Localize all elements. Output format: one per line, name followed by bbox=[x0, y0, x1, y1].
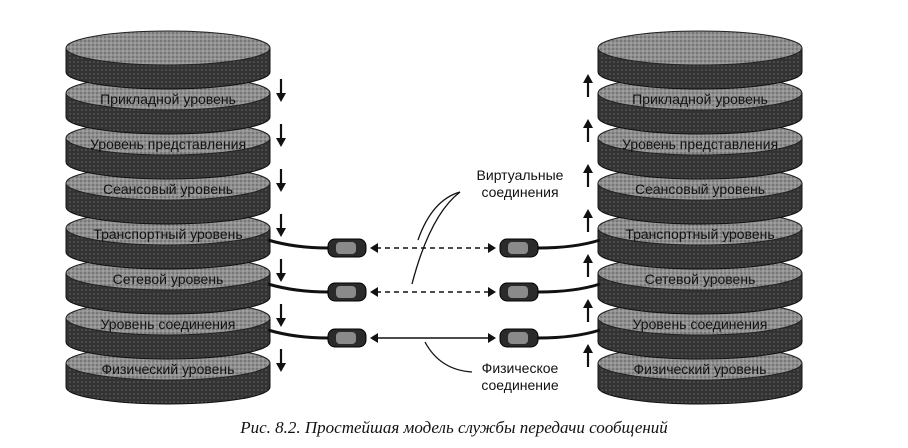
left-layer-label-4: Транспортный уровень bbox=[93, 226, 242, 242]
figure-caption: Рис. 8.2. Простейшая модель службы перед… bbox=[240, 418, 668, 437]
left-layer-stack: Физический уровень Уровень соединения Сете… bbox=[65, 30, 271, 405]
right-layer-label-6: Уровень соединения bbox=[633, 316, 768, 332]
virtual-label-line1: Виртуальные bbox=[477, 167, 564, 183]
virtual-connection-2 bbox=[267, 282, 601, 302]
left-layer-label-2: Уровень представления bbox=[90, 136, 246, 152]
right-arrow-5 bbox=[583, 254, 593, 277]
left-arrow-2 bbox=[276, 124, 286, 147]
right-layer-label-3: Сеансовый уровень bbox=[635, 181, 765, 197]
pointer-physical bbox=[424, 341, 473, 373]
left-layer-label-3: Сеансовый уровень bbox=[103, 181, 233, 197]
left-down-arrows bbox=[276, 79, 286, 372]
right-layer-label-4: Транспортный уровень bbox=[625, 226, 774, 242]
right-layer-label-2: Уровень представления bbox=[622, 136, 778, 152]
physical-connection bbox=[267, 328, 601, 348]
left-arrow-6 bbox=[276, 304, 286, 327]
right-arrow-7 bbox=[583, 344, 593, 367]
right-stack-top-cap bbox=[597, 30, 803, 90]
physical-label-line2: соединение bbox=[481, 377, 558, 393]
virtual-label-line2: соединения bbox=[481, 184, 558, 200]
pointer-virtual-1 bbox=[417, 191, 461, 241]
right-layer-stack: Физический уровень Уровень соединения Сете… bbox=[597, 30, 803, 405]
left-layer-label-1: Прикладной уровень bbox=[100, 91, 236, 107]
left-arrow-5 bbox=[276, 259, 286, 282]
right-up-arrows bbox=[583, 74, 593, 367]
physical-label-line1: Физическое bbox=[482, 360, 559, 376]
virtual-connection-1 bbox=[267, 238, 601, 258]
right-layer-label-1: Прикладной уровень bbox=[632, 91, 768, 107]
right-arrow-2 bbox=[583, 119, 593, 142]
connections bbox=[267, 238, 601, 348]
right-arrow-3 bbox=[583, 164, 593, 187]
left-layer-label-6: Уровень соединения bbox=[101, 316, 236, 332]
left-stack-top-cap bbox=[65, 30, 271, 90]
right-arrow-6 bbox=[583, 299, 593, 322]
left-layer-label-7: Физический уровень bbox=[102, 361, 235, 377]
virtual-connections-label: Виртуальные соединения bbox=[477, 167, 564, 200]
right-arrow-4 bbox=[583, 209, 593, 232]
right-layer-label-5: Сетевой уровень bbox=[645, 271, 756, 287]
left-arrow-4 bbox=[276, 214, 286, 237]
left-layer-label-5: Сетевой уровень bbox=[113, 271, 224, 287]
left-arrow-7 bbox=[276, 349, 286, 372]
right-layer-label-7: Физический уровень bbox=[634, 361, 767, 377]
right-arrow-1 bbox=[583, 74, 593, 97]
label-pointers bbox=[411, 191, 473, 373]
physical-connection-label: Физическое соединение bbox=[481, 360, 558, 393]
pointer-virtual-2 bbox=[411, 191, 461, 285]
left-arrow-3 bbox=[276, 169, 286, 192]
left-arrow-1 bbox=[276, 79, 286, 102]
